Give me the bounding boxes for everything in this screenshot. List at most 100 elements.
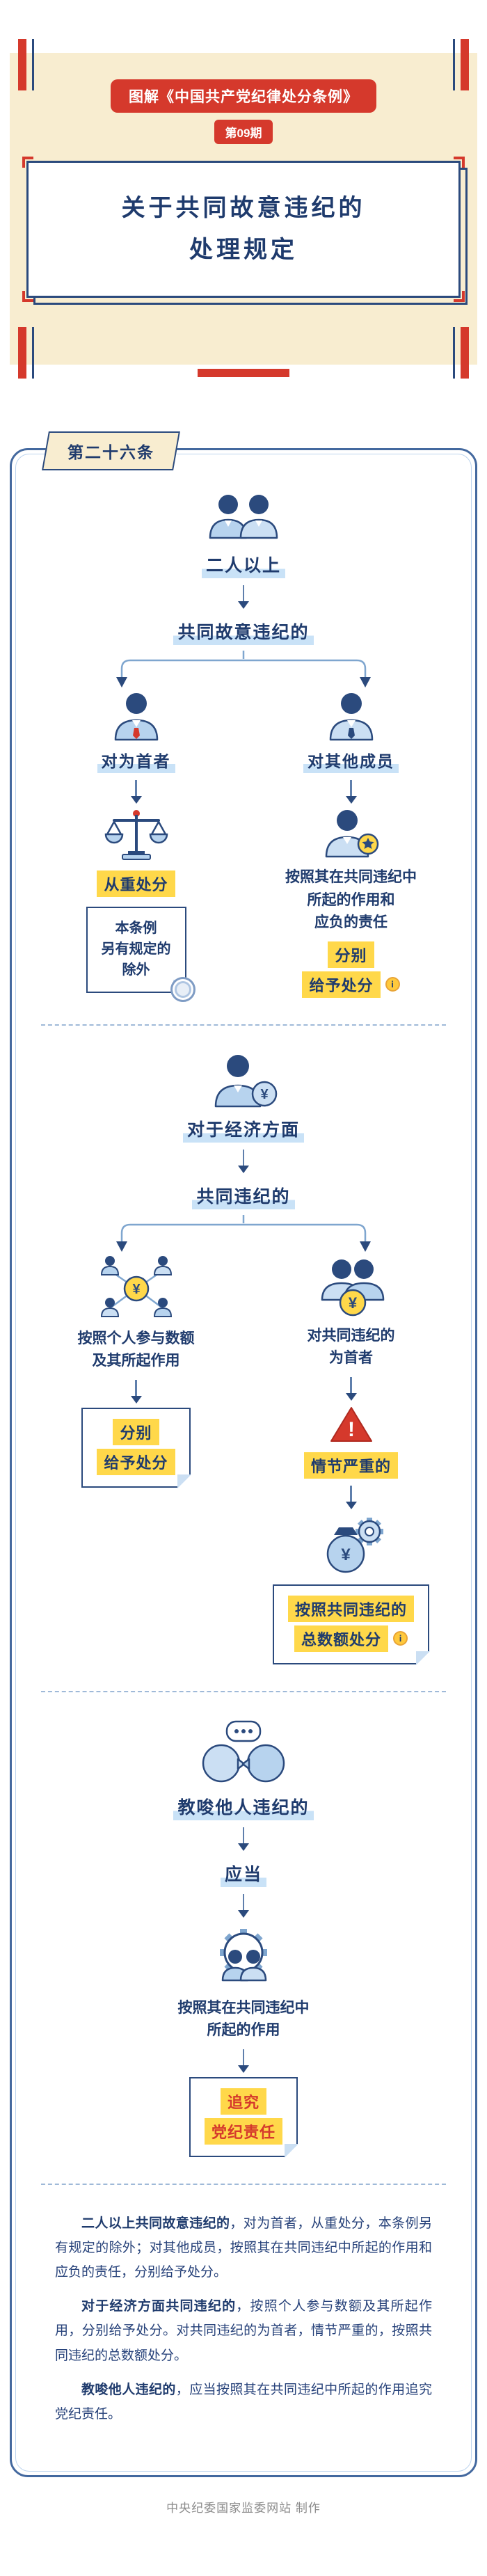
result-line: 总数额处分	[294, 1625, 388, 1652]
label-serious-circumstances: 情节严重的	[303, 1452, 398, 1479]
summary-rest-3: ，应当按照其在共同违纪中所起的作用追究党纪责任。	[55, 2382, 432, 2422]
role-medal-person-icon	[325, 810, 378, 858]
arrow-down-icon	[242, 1893, 245, 1911]
article-tag: 第二十六条	[42, 431, 180, 470]
label-ringleader: 对为首者	[97, 748, 175, 773]
target-text-2-right: 对共同违纪的 为首者	[307, 1327, 395, 1367]
result-line: 给予处分	[97, 1448, 175, 1475]
branch-other-members: 对其他成员 按照其在共同违纪中 所起的作用和 应负的责任 分别 给予处分 i	[244, 691, 458, 998]
basis-text-1: 按照其在共同违纪中 所起的作用和 应负的责任	[285, 869, 417, 931]
result-line: 分别	[328, 941, 374, 968]
result-line: 按照共同违纪的	[287, 1595, 414, 1622]
basis-text-3: 按照其在共同违纪中 所起的作用	[177, 1999, 310, 2039]
summary-paragraph-1: 二人以上共同故意违纪的，对为首者，从重处分，本条例另有规定的除外；对其他成员，按…	[55, 2211, 432, 2284]
label-subject-3: 教唆他人违纪的	[173, 1793, 314, 1820]
summary-paragraph-3: 教唆他人违纪的，应当按照其在共同违纪中所起的作用追究党纪责任。	[55, 2378, 432, 2426]
result-line: 追究	[220, 2088, 266, 2115]
basis-text-2-left: 按照个人参与数额 及其所起作用	[77, 1330, 195, 1369]
two-persons-icon	[209, 495, 278, 539]
exception-note-text: 本条例 另有规定的 除外	[101, 921, 171, 978]
dashed-divider	[41, 1690, 446, 1692]
summary-lead-2: 对于经济方面共同违纪的	[81, 2299, 237, 2314]
label-condition-2: 共同违纪的	[192, 1182, 295, 1209]
arrow-down-icon	[242, 1827, 245, 1844]
summary-rest-2: ，按照个人参与数额及其所起作用，分别给予处分。对共同违纪的为首者，情节严重的，按…	[55, 2299, 432, 2363]
decor-navy-line	[453, 39, 455, 90]
label-modal: 应当	[220, 1860, 266, 1887]
warning-triangle-icon: !	[330, 1406, 372, 1442]
decor-navy-line	[32, 327, 34, 379]
result-line: 给予处分	[302, 971, 381, 998]
summary-text-block: 二人以上共同故意违纪的，对为首者，从重处分，本条例另有规定的除外；对其他成员，按…	[29, 2211, 458, 2426]
decor-red-bar	[461, 327, 469, 379]
page-fold-icon	[285, 2143, 298, 2158]
yuan-glyph: ¥	[260, 1087, 269, 1102]
info-icon: i	[385, 977, 400, 992]
header-banner: 图解《中国共产党纪律处分条例》 第09期 关于共同故意违纪的 处理规定	[10, 39, 477, 379]
arrow-down-icon	[242, 585, 245, 602]
corner-mark	[22, 157, 33, 168]
label-condition-1: 共同故意违纪的	[173, 619, 314, 645]
moneybag-gear-icon: ¥	[326, 1517, 383, 1573]
instigation-talk-icon	[202, 1720, 285, 1782]
arrow-down-icon	[242, 1149, 245, 1166]
branches-1: 对为首者 从重处分 本条例 另有规定的 除外	[29, 691, 458, 1002]
result-note-box-left: 分别 给予处分	[81, 1407, 191, 1488]
group-money-icon: ¥	[321, 1259, 384, 1316]
result-note-box-right: 按照共同违纪的 总数额处分 i	[272, 1584, 430, 1665]
corner-mark	[454, 291, 465, 302]
main-content-card: 第二十六条 二人以上 共同故意违纪的	[10, 431, 477, 2477]
label-other-members: 对其他成员	[303, 748, 399, 773]
label-subject-1: 二人以上	[201, 552, 285, 578]
branches-2: ¥ 按照个人参与数额 及其所起作用 分别 给予处分	[29, 1255, 458, 1665]
decor-red-bar	[18, 39, 26, 90]
page-title: 关于共同故意违纪的 处理规定	[121, 195, 366, 263]
info-icon: i	[393, 1631, 408, 1646]
article-tag-label: 第二十六条	[67, 443, 154, 461]
page-fold-icon	[416, 1651, 430, 1665]
arrow-down-icon	[350, 1485, 352, 1502]
yuan-glyph: ¥	[341, 1545, 351, 1564]
summary-lead-1: 二人以上共同故意违纪的	[81, 2216, 230, 2231]
gear-people-icon	[220, 1928, 267, 1981]
summary-rest-1: ，对为首者，从重处分，本条例另有规定的除外；对其他成员，按照其在共同违纪中所起的…	[55, 2216, 432, 2280]
dashed-divider	[41, 2183, 446, 2185]
flow-section-1: 二人以上 共同故意违纪的 对为首者	[29, 491, 458, 1002]
result-heavier-punishment: 从重处分	[97, 870, 175, 897]
branch-split-connector	[116, 1214, 371, 1252]
decor-red-bar	[461, 39, 469, 90]
result-note-box-3: 追究 党纪责任	[189, 2076, 298, 2158]
yuan-glyph: ¥	[348, 1294, 357, 1312]
economy-person-icon: ¥	[214, 1054, 278, 1107]
flow-section-2: ¥ 对于经济方面 共同违纪的	[29, 1052, 458, 1665]
arrow-down-icon	[350, 780, 352, 797]
money-network-icon: ¥	[100, 1255, 172, 1317]
branch-individual-amount: ¥ 按照个人参与数额 及其所起作用 分别 给予处分	[29, 1255, 244, 1664]
branch-ringleader: 对为首者 从重处分 本条例 另有规定的 除外	[29, 691, 244, 1002]
arrow-down-icon	[135, 780, 137, 797]
result-line: 分别	[113, 1418, 159, 1445]
branch-split-connector	[116, 651, 371, 687]
ringleader-person-icon	[114, 693, 158, 741]
summary-paragraph-2: 对于经济方面共同违纪的，按照个人参与数额及其所起作用，分别给予处分。对共同违纪的…	[55, 2294, 432, 2367]
result-line: 党纪责任	[204, 2117, 282, 2145]
exception-note-box: 本条例 另有规定的 除外	[86, 907, 195, 1002]
arrow-down-icon	[350, 1376, 352, 1394]
summary-lead-3: 教唆他人违纪的	[81, 2382, 176, 2397]
page-fold-icon	[177, 1474, 191, 1488]
decor-red-bar-bottom	[198, 369, 289, 377]
exclamation-glyph: !	[348, 1418, 355, 1441]
footer-credit: 中央纪委国家监委网站 制作	[166, 2501, 321, 2515]
seal-stamp-icon	[170, 977, 195, 1002]
corner-mark	[454, 157, 465, 168]
decor-navy-line	[32, 39, 34, 90]
series-badge: 图解《中国共产党纪律处分条例》	[111, 79, 376, 113]
dashed-divider	[41, 1024, 446, 1026]
issue-badge: 第09期	[214, 120, 273, 144]
member-person-icon	[329, 693, 373, 741]
yuan-glyph: ¥	[132, 1282, 141, 1297]
label-subject-2: 对于经济方面	[182, 1115, 304, 1143]
decor-navy-line	[453, 327, 455, 379]
flow-section-3: 教唆他人违纪的 应当 按照其在共同违纪中 所起的作用 追究	[29, 1719, 458, 2158]
scales-of-justice-icon	[104, 810, 168, 860]
